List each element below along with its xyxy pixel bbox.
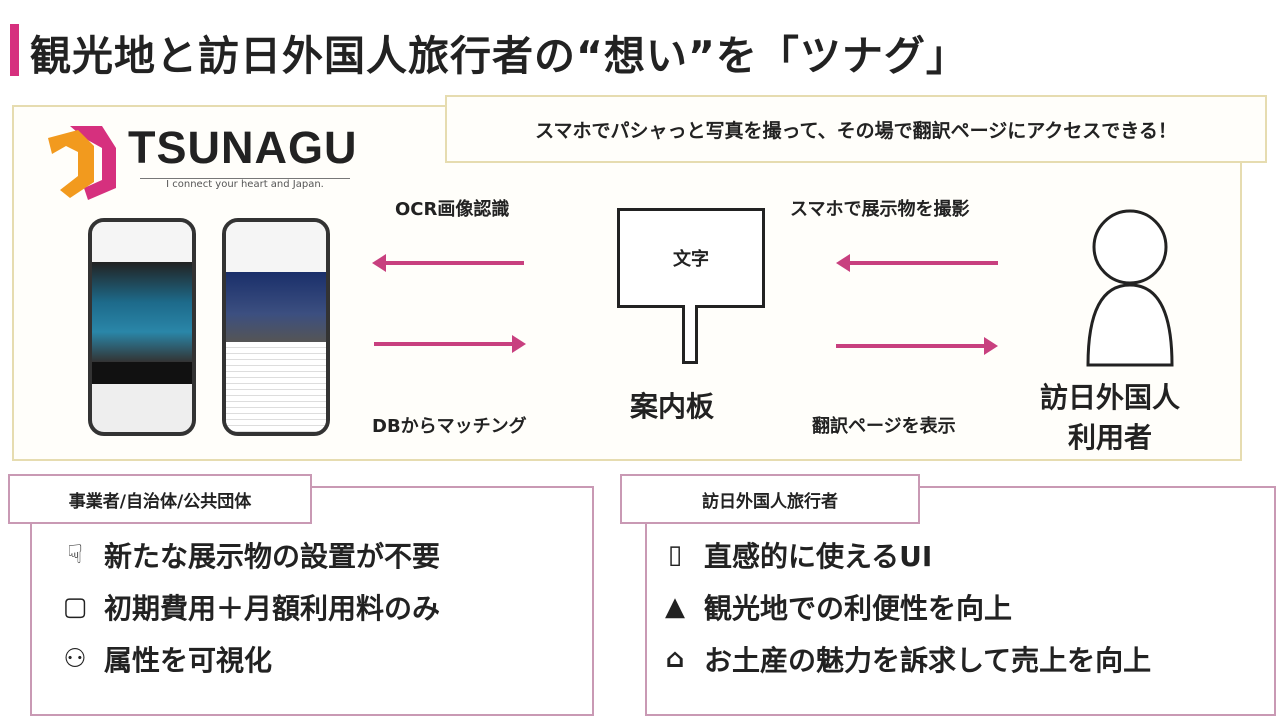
item-text: 属性を可視化 bbox=[104, 644, 273, 677]
signboard-hand-icon: ☟ bbox=[67, 540, 83, 570]
signboard-label: 案内板 bbox=[630, 390, 715, 423]
logo-wordmark: TSUNAGU bbox=[128, 122, 358, 173]
item-text: お土産の魅力を訴求して売上を向上 bbox=[704, 644, 1152, 677]
traveler-panel-label: 訪日外国人旅行者 bbox=[620, 474, 920, 524]
souvenir-bag-icon: ⌂ bbox=[665, 644, 685, 674]
user-label-line2: 利用者 bbox=[1068, 421, 1153, 454]
signboard: 文字 bbox=[617, 208, 765, 308]
list-item: ⚇ 属性を可視化 bbox=[60, 639, 440, 679]
capture-label: スマホで展示物を撮影 bbox=[790, 199, 970, 220]
title-accent-bar bbox=[10, 24, 19, 76]
arrowhead bbox=[836, 254, 850, 272]
list-item: ☟ 新たな展示物の設置が不要 bbox=[60, 535, 440, 575]
arrowhead bbox=[372, 254, 386, 272]
people-icon: ⚇ bbox=[63, 644, 87, 674]
business-benefits: ☟ 新たな展示物の設置が不要 ▢ 初期費用＋月額利用料のみ ⚇ 属性を可視化 bbox=[60, 535, 440, 679]
traveler-panel bbox=[645, 486, 1276, 716]
callout: スマホでパシャっと写真を撮って、その場で翻訳ページにアクセスできる！ bbox=[445, 95, 1267, 163]
logo-tagline: I connect your heart and Japan. bbox=[140, 178, 350, 190]
arrowhead bbox=[984, 337, 998, 355]
traveler-benefits: ▯ 直感的に使えるUI ▲ 観光地での利便性を向上 ⌂ お土産の魅力を訴求して売上を向… bbox=[660, 535, 1151, 679]
signboard-post bbox=[682, 305, 698, 364]
tower-icon: ▲ bbox=[665, 592, 685, 622]
wallet-icon: ▢ bbox=[62, 592, 88, 622]
item-text: 新たな展示物の設置が不要 bbox=[104, 540, 441, 573]
phone-translation-screen bbox=[222, 218, 330, 436]
db-label: DBからマッチング bbox=[372, 416, 527, 437]
page-title: 観光地と訪日外国人旅行者の“想い”を「ツナグ」 bbox=[30, 32, 968, 80]
arrow-right-show bbox=[836, 344, 986, 348]
list-item: ⌂ お土産の魅力を訴求して売上を向上 bbox=[660, 639, 1151, 679]
item-text: 初期費用＋月額利用料のみ bbox=[104, 592, 441, 625]
business-panel bbox=[30, 486, 594, 716]
arrow-left-ocr bbox=[382, 261, 524, 265]
list-item: ▯ 直感的に使えるUI bbox=[660, 535, 1151, 575]
show-label: 翻訳ページを表示 bbox=[812, 416, 956, 437]
list-item: ▲ 観光地での利便性を向上 bbox=[660, 587, 1151, 627]
arrow-left-capture bbox=[848, 261, 998, 265]
list-item: ▢ 初期費用＋月額利用料のみ bbox=[60, 587, 440, 627]
business-panel-label: 事業者/自治体/公共団体 bbox=[8, 474, 312, 524]
arrowhead bbox=[512, 335, 526, 353]
user-icon bbox=[1086, 209, 1174, 367]
item-text: 直感的に使えるUI bbox=[704, 540, 933, 573]
phone-camera-screen bbox=[88, 218, 196, 436]
smartphone-icon: ▯ bbox=[667, 540, 683, 570]
ocr-label: OCR画像認識 bbox=[395, 199, 510, 220]
item-text: 観光地での利便性を向上 bbox=[704, 592, 1013, 625]
arrow-right-db bbox=[374, 342, 514, 346]
user-label-line1: 訪日外国人 bbox=[1040, 381, 1181, 414]
user-label: 訪日外国人 利用者 bbox=[1040, 378, 1180, 458]
tsunagu-logo-icon bbox=[48, 126, 116, 200]
